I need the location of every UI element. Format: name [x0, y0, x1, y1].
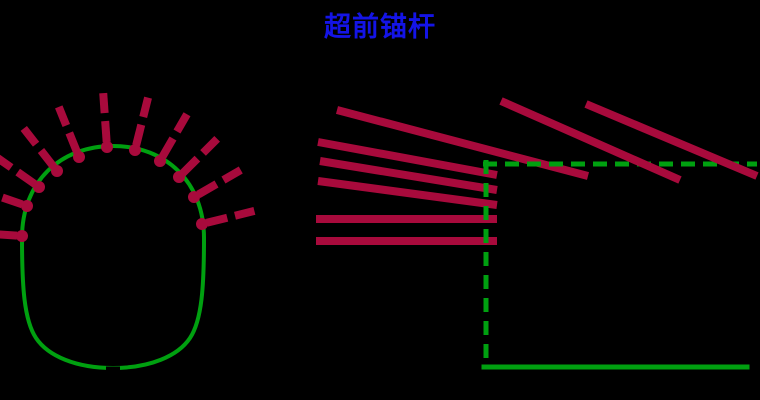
- bolt-head: [21, 200, 33, 212]
- forepole-bolt: [196, 207, 256, 230]
- forepole-bolt: [0, 154, 45, 193]
- bolt-head: [33, 181, 45, 193]
- bolt-stem: [1, 193, 24, 209]
- bolt-stem: [65, 131, 81, 154]
- bolt-outer-segment: [234, 207, 256, 220]
- tunnel-longitudinal-section: [316, 97, 759, 370]
- forepole-bolt-line: [499, 97, 682, 184]
- bolt-head: [129, 144, 141, 156]
- page-title: 超前锚杆: [324, 12, 436, 42]
- forepole-bolt: [20, 125, 63, 177]
- bolt-outer-segment: [0, 154, 14, 171]
- bolt-outer-segment: [99, 92, 109, 114]
- bolt-stem: [101, 120, 111, 143]
- bolt-outer-segment: [173, 112, 191, 134]
- forepole-bolt-line: [584, 100, 759, 180]
- forepole-bolt: [173, 135, 221, 183]
- bolt-head: [73, 151, 85, 163]
- bolt-head: [188, 191, 200, 203]
- forepole-bolt: [99, 92, 113, 153]
- forepole-bolt: [188, 166, 243, 203]
- bolt-head: [101, 141, 113, 153]
- bolt-stem: [0, 230, 18, 240]
- forepole-bolt-line: [319, 157, 498, 194]
- forepole-bolt-line: [335, 106, 590, 180]
- forepole-bolt: [154, 112, 191, 167]
- bolt-stem: [132, 123, 146, 147]
- bolt-outer-segment: [55, 105, 70, 127]
- bolt-stem: [37, 148, 58, 170]
- tunnel-cross-section: [0, 92, 256, 374]
- bolt-outer-segment: [20, 125, 40, 147]
- forepole-bolt: [129, 96, 152, 156]
- forepole-bolt-line: [317, 138, 498, 179]
- bolt-outer-segment: [200, 135, 221, 156]
- bolt-stem: [15, 168, 38, 188]
- bolt-stem: [179, 155, 201, 177]
- bolt-stem: [205, 213, 229, 227]
- forepole-bolt: [0, 230, 28, 242]
- bolt-outer-segment: [139, 96, 152, 118]
- bolt-stem: [196, 180, 219, 198]
- bolt-head: [16, 230, 28, 242]
- forepole-bolt-line: [317, 177, 498, 209]
- bolt-head: [154, 155, 166, 167]
- bolt-head: [173, 171, 185, 183]
- bolt-outer-segment: [221, 166, 243, 184]
- bolt-stem: [159, 136, 177, 159]
- forepole-bolt: [1, 193, 33, 212]
- forepole-bolt: [55, 105, 85, 163]
- bolt-head: [196, 218, 208, 230]
- bolt-head: [51, 165, 63, 177]
